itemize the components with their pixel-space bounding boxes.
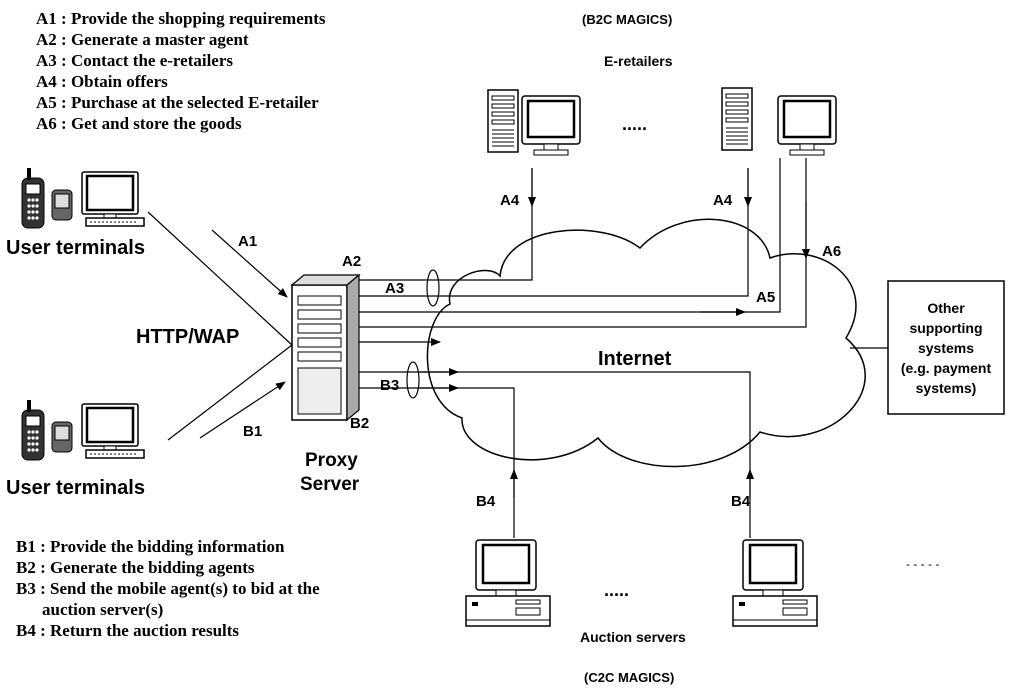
a3-bundle-ellipse	[426, 269, 440, 307]
legend-b3-continued: auction server(s)	[42, 600, 164, 619]
b1-arrow	[199, 381, 286, 439]
b2-label: B2	[350, 415, 369, 432]
user-terminals-label-bottom: User terminals	[6, 477, 145, 499]
other-systems-line1: Other	[927, 300, 965, 316]
b3-link-left-server	[359, 387, 515, 498]
b3-link-right-server	[359, 371, 751, 498]
b4-label-left: B4	[476, 493, 496, 510]
top-terminals-link	[147, 211, 293, 346]
legend-a: A1 : Provide the shopping requirements A…	[36, 8, 326, 134]
http-wap-label: HTTP/WAP	[136, 326, 239, 348]
auction-server-icon-right	[731, 538, 819, 628]
auction-servers-label: Auction servers	[580, 629, 686, 645]
a6-link	[359, 158, 807, 328]
legend-a3: A3 : Contact the e-retailers	[36, 51, 234, 70]
legend-a1: A1 : Provide the shopping requirements	[36, 9, 326, 28]
b4-label-right: B4	[731, 493, 751, 510]
legend-a4: A4 : Obtain offers	[36, 72, 168, 91]
internet-label: Internet	[598, 348, 672, 370]
a4-label-right: A4	[713, 192, 733, 209]
a6-label: A6	[822, 243, 841, 260]
other-systems-line3: systems	[918, 340, 974, 356]
e-retailer-station-right	[721, 87, 838, 157]
retailer-ellipsis: .....	[622, 114, 647, 134]
user-terminals-icon-bottom	[20, 398, 146, 462]
b3-bundle-ellipse	[406, 361, 420, 399]
right-ellipsis: - - - - -	[906, 557, 939, 571]
a3-link-left-retailer	[359, 168, 533, 281]
a1-arrow	[211, 229, 288, 298]
user-terminals-label-top: User terminals	[6, 237, 145, 259]
user-terminals-icon-top	[20, 166, 146, 230]
proxy-label-line2: Server	[300, 474, 360, 495]
internet-cloud	[426, 218, 866, 468]
a2-label: A2	[342, 253, 361, 270]
other-systems-line2: supporting	[909, 320, 982, 336]
other-systems-box	[887, 280, 1005, 415]
proxy-server-icon	[290, 273, 361, 422]
a1-label: A1	[238, 233, 257, 250]
a4-label-left: A4	[500, 192, 520, 209]
legend-b3: B3 : Send the mobile agent(s) to bid at …	[16, 579, 320, 598]
a3-link-right-retailer	[359, 168, 749, 297]
other-systems-line5: systems)	[916, 380, 977, 396]
c2c-label: (C2C MAGICS)	[584, 670, 674, 685]
a5-link	[359, 158, 781, 313]
legend-a2: A2 : Generate a master agent	[36, 30, 249, 49]
auction-ellipsis: .....	[604, 580, 629, 600]
b2c-label: (B2C MAGICS)	[582, 12, 672, 27]
other-systems-line4: (e.g. payment	[901, 360, 992, 376]
proxy-label-line1: Proxy	[305, 450, 358, 471]
legend-b4: B4 : Return the auction results	[16, 621, 240, 640]
legend-b: B1 : Provide the bidding information B2 …	[16, 536, 320, 641]
a5-label: A5	[756, 289, 775, 306]
e-retailer-station-left	[487, 89, 582, 157]
legend-b2: B2 : Generate the bidding agents	[16, 558, 255, 577]
auction-server-icon-left	[464, 538, 552, 628]
b3-label: B3	[380, 377, 399, 394]
legend-b1: B1 : Provide the bidding information	[16, 537, 285, 556]
bottom-terminals-link	[167, 344, 293, 441]
legend-a6: A6 : Get and store the goods	[36, 114, 242, 133]
b1-label: B1	[243, 423, 262, 440]
e-retailers-label: E-retailers	[604, 53, 673, 69]
legend-a5: A5 : Purchase at the selected E-retailer	[36, 93, 319, 112]
a3-label: A3	[385, 280, 404, 297]
